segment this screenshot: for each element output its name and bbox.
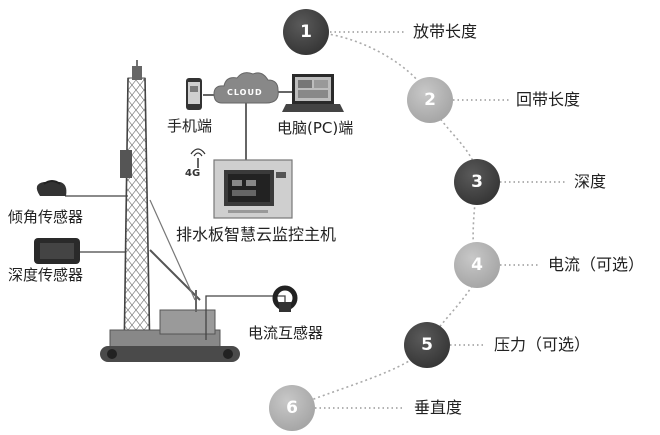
host-unit-icon [213, 159, 293, 219]
param-node-1: 1 [283, 9, 329, 55]
current-transformer-icon [272, 285, 298, 312]
param-node-3: 3 [454, 159, 500, 205]
param-label-6: 垂直度 [414, 398, 463, 417]
param-node-2: 2 [407, 77, 453, 123]
param-label-2: 回带长度 [516, 90, 581, 109]
param-node-4: 4 [454, 242, 500, 288]
param-label-1: 放带长度 [413, 22, 478, 41]
signal-label: 4G [185, 168, 201, 179]
host-label: 排水板智慧云监控主机 [176, 225, 337, 244]
param-label-3: 深度 [574, 172, 607, 191]
crawler-base-icon [100, 290, 240, 362]
current-transformer-label: 电流互感器 [248, 324, 324, 342]
param-label-4: 电流（可选） [548, 255, 645, 274]
4g-signal-icon [190, 148, 206, 168]
param-node-6: 6 [269, 385, 315, 431]
phone-label: 手机端 [167, 117, 213, 135]
depth-sensor-label: 深度传感器 [8, 266, 84, 284]
param-label-5: 压力（可选） [494, 335, 591, 354]
tilt-sensor-label: 倾角传感器 [8, 208, 84, 226]
cloud-label: CLOUD [227, 88, 263, 97]
laptop-icon [282, 74, 344, 112]
tilt-sensor-icon [36, 180, 67, 196]
phone-icon [186, 78, 202, 110]
cloud-icon [213, 72, 279, 104]
rig-mast-icon [120, 60, 201, 361]
param-node-5: 5 [404, 322, 450, 368]
pc-label: 电脑(PC)端 [277, 119, 354, 137]
depth-sensor-icon [34, 238, 80, 264]
